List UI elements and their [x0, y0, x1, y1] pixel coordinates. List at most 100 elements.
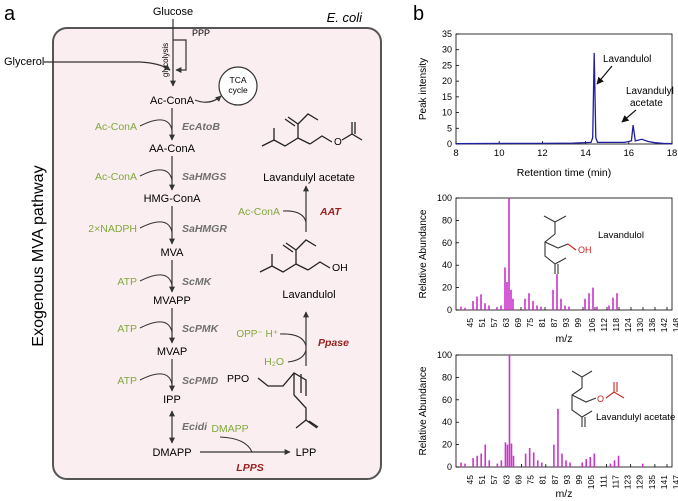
enzyme-ecatob: EcAtoB — [182, 121, 220, 133]
ms1-ytick-label: 100 — [437, 193, 452, 203]
gc-xtick-label: 16 — [624, 148, 635, 159]
gc-xtick-label: 14 — [580, 148, 591, 159]
gc-ytick-label: 0 — [447, 139, 452, 149]
ms1-xtick-label: 57 — [489, 318, 499, 328]
gc-annotation-acetate-1: Lavandulyl — [626, 86, 674, 97]
ms1-xtick-label: 118 — [611, 318, 621, 332]
metabolite-mvapp: MVAPP — [153, 295, 191, 307]
enzyme-scpmk: ScPMK — [182, 323, 220, 335]
cofactor-step-6: ATP — [117, 375, 137, 387]
ms2-xtick-label: 75 — [526, 475, 536, 485]
ms1-compound: Lavandulol — [598, 230, 644, 241]
lpps-cofactor-curve — [219, 436, 253, 453]
ms1-bars — [460, 198, 618, 310]
ms2-xtick-label: 105 — [586, 475, 596, 489]
metabolite-acetyl-coa: Ac-ConA — [150, 95, 195, 107]
gc-trace — [455, 52, 673, 145]
lpp-ppo-label: PPO — [227, 373, 249, 385]
ms2-frame — [455, 354, 673, 468]
ms1-ytick-label: 20 — [442, 283, 452, 293]
ms1-xtick-label: 142 — [659, 318, 669, 332]
gc-annotation-lavandulol: Lavandulol — [603, 54, 651, 65]
gc-ytick-label: 35 — [442, 29, 452, 39]
metabolite-dmapp: DMAPP — [152, 447, 191, 459]
ms1-structure — [543, 215, 577, 274]
product-lavandulyl-acetate: Lavandulyl acetate — [263, 172, 355, 184]
panel-a-label: a — [4, 3, 16, 25]
ms2-ylabel: Relative Abundance — [418, 366, 429, 455]
ms1-frame — [455, 197, 673, 311]
ppase-water: H₂O — [264, 356, 284, 368]
gc-xtick-label: 12 — [537, 148, 548, 159]
glycolysis-label: glycolysis — [161, 43, 170, 77]
ms1-ylabel: Relative Abundance — [418, 209, 429, 298]
ms2-xtick-label: 147 — [671, 475, 678, 489]
metabolite-acetoacetyl-coa: AA-ConA — [149, 143, 196, 155]
gc-ytick-label: 30 — [442, 45, 452, 55]
ms2-ytick-label: 40 — [442, 417, 452, 427]
ms2-xtick-label: 69 — [513, 475, 523, 485]
ms1-xtick-label: 63 — [501, 318, 511, 328]
ms2-xtick-label: 63 — [501, 475, 511, 485]
ms1-xtick-label: 130 — [635, 318, 645, 332]
ms2-structure — [571, 370, 625, 427]
pathway-title: Exogenous MVA pathway — [30, 165, 47, 346]
ms2-ytick-label: 0 — [447, 462, 452, 472]
aat-cofactor: Ac-ConA — [238, 206, 280, 218]
ms2-xtick-label: 99 — [574, 475, 584, 485]
cofactor-labels: Ac-ConA Ac-ConA 2×NADPH ATP ATP ATP — [88, 121, 137, 387]
ms2-xtick-label: 111 — [598, 475, 608, 488]
ecoli-cell — [52, 27, 382, 480]
ms2-xtick-label: 123 — [623, 475, 633, 489]
tca-arrow — [194, 95, 222, 103]
enzyme-ecidi: Ecidi — [182, 421, 208, 433]
ms1-xtick-label: 136 — [647, 318, 657, 332]
gc-xtick-label: 8 — [453, 148, 458, 159]
ms2-xtick-label: 45 — [465, 475, 475, 485]
metabolite-column: Ac-ConA AA-ConA HMG-ConA MVA MVAPP MVAP … — [144, 95, 202, 459]
panel-b-label: b — [413, 3, 424, 25]
ms1-xlabel: m/z — [556, 333, 573, 345]
ppp-arrow — [173, 39, 187, 73]
lpps-cofactor: DMAPP — [211, 423, 248, 435]
cofactor-step-5: ATP — [117, 323, 137, 335]
ms1-xtick-label: 81 — [537, 318, 547, 328]
cofactor-step-4: ATP — [117, 276, 137, 288]
ms1-oh-label: OH — [578, 245, 592, 255]
gc-frame — [455, 33, 673, 145]
gc-xtick-label: 10 — [494, 148, 505, 159]
gc-ytick-label: 20 — [442, 76, 452, 86]
gc-annotation-acetate-2: acetate — [630, 98, 663, 109]
gc-xlabel: Retention time (min) — [517, 167, 612, 179]
ms1-ytick-label: 60 — [442, 238, 452, 248]
ms1-xtick-label: 112 — [599, 318, 609, 332]
ms1-xtick-label: 69 — [513, 318, 523, 328]
gc-ytick-label: 15 — [442, 92, 452, 102]
enzyme-aat: AAT — [319, 206, 342, 218]
gc-ytick-label: 5 — [447, 123, 452, 133]
ms1-ytick-label: 0 — [447, 305, 452, 315]
ms1-ytick-label: 40 — [442, 260, 452, 270]
cofactor-step-1: Ac-ConA — [95, 121, 137, 133]
ms1-ytick-label: 80 — [442, 215, 452, 225]
acetate-structure — [261, 113, 363, 147]
ms1-xtick-label: 148 — [671, 318, 678, 332]
glucose-label: Glucose — [153, 6, 193, 18]
ms2-xtick-label: 57 — [489, 475, 499, 485]
ms1-xtick-label: 99 — [573, 318, 583, 328]
ms2-xtick-label: 129 — [635, 475, 645, 489]
ms2-xtick-label: 135 — [647, 475, 657, 489]
ms2-xtick-label: 51 — [477, 475, 487, 485]
glycerol-label: Glycerol — [4, 56, 44, 68]
ms1-xtick-label: 93 — [561, 318, 571, 328]
ms1-xtick-label: 45 — [465, 318, 475, 328]
ms2-xtick-label: 141 — [659, 475, 669, 489]
ms1-xtick-label: 124 — [623, 318, 633, 332]
